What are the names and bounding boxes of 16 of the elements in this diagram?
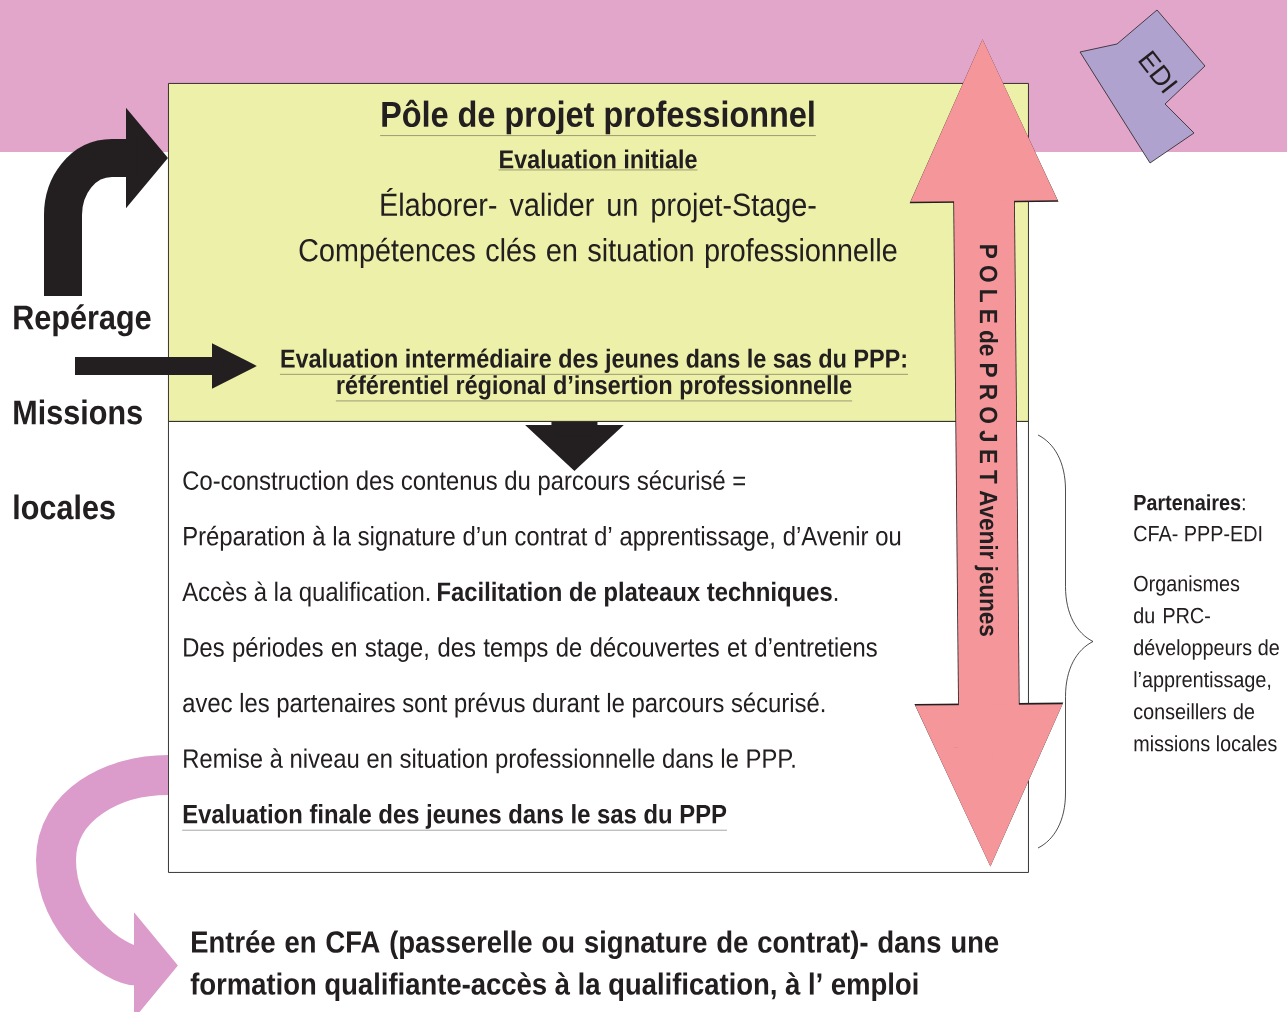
body-text: Des périodes en stage, des temps de découvertes et d’entretiens avec les partenaires sont prévus durant le parcours sécurisé.: [183, 637, 877, 718]
body-text: Co-construction des contenus du parcours sécurisé =: [183, 470, 745, 496]
outcome-text: Entrée en CFA (passerelle ou signature de contrat)- dans une formation qualifiante-accès à la qualification, à l’ emploi: [190, 930, 999, 1001]
lower-panel: [168, 421, 1029, 873]
note-text: Partenaires: CFA- PPP-EDI: [1134, 494, 1262, 542]
side-label: Repérage Missions locales: [14, 304, 151, 520]
body-text: Préparation à la signature d’un contrat d’ apprentissage, d’Avenir ou Accès à la qualification. Facilitation de plateaux techniques.: [182, 525, 901, 607]
body-text: Evaluation finale des jeunes dans le sas du PPP: [182, 804, 728, 831]
subheading: Evaluation initiale: [498, 149, 698, 171]
body-text: Remise à niveau en situation professionnelle dans le PPP.: [184, 748, 795, 774]
heading: Pôle de projet professionnel: [379, 99, 817, 136]
upper-panel: [168, 83, 1029, 422]
body-text: Élaborer- valider un projet-Stage- Compétences clés en situation professionnelle: [299, 188, 897, 268]
body-text: Evaluation intermédiaire des jeunes dans le sas du PPP: référentiel régional d’insertion professionnelle: [279, 348, 909, 402]
edge-label: P O L E de P R O J E T Avenir jeunes: [973, 242, 999, 638]
note-text: Organismes du PRC- développeurs de l’apprentissage, conseillers de missions locales: [1134, 575, 1279, 752]
